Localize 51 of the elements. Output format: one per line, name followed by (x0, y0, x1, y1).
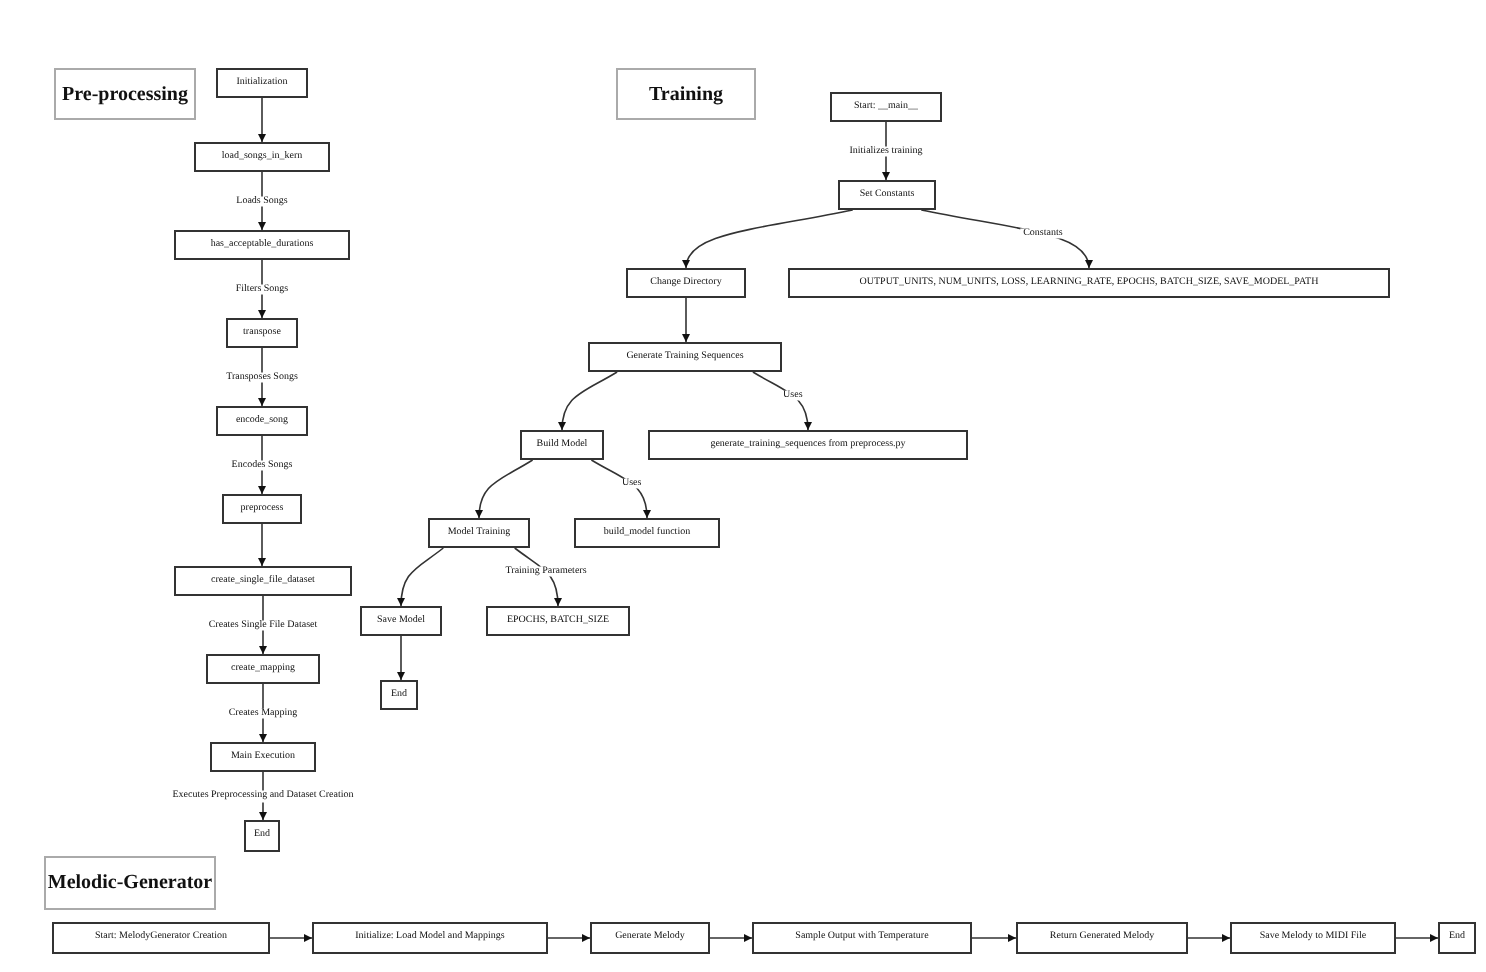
process-box (174, 566, 352, 596)
arrow (1187, 934, 1231, 942)
process-box (590, 922, 710, 954)
arrow (709, 934, 753, 942)
arrow (590, 459, 651, 519)
arrow (682, 297, 690, 343)
process-box (1438, 922, 1476, 954)
process-box (588, 342, 782, 372)
process-box (312, 922, 548, 954)
arrow (397, 635, 405, 681)
arrow (397, 547, 445, 607)
process-box (244, 820, 280, 852)
process-box (1016, 922, 1188, 954)
section-title: Training (648, 83, 724, 105)
process-box (428, 518, 530, 548)
process-box (520, 430, 604, 460)
process-box (486, 606, 630, 636)
process-box (226, 318, 298, 348)
process-box (648, 430, 968, 460)
process-box (626, 268, 746, 298)
section-title-box (616, 68, 756, 120)
process-box (380, 680, 418, 710)
arrow (475, 459, 534, 519)
process-box (52, 922, 270, 954)
process-box (752, 922, 972, 954)
process-box (206, 654, 320, 684)
arrow (547, 934, 591, 942)
process-box (574, 518, 720, 548)
arrow (971, 934, 1017, 942)
section-title-box (44, 856, 216, 910)
process-box (222, 494, 302, 524)
arrow (558, 371, 618, 431)
process-box (838, 180, 936, 210)
section-title: Pre-processing (62, 83, 188, 105)
section-title: Melodic-Generator (47, 872, 213, 894)
arrow (258, 97, 266, 143)
process-box (830, 92, 942, 122)
process-box (174, 230, 350, 260)
process-box (1230, 922, 1396, 954)
process-box (216, 406, 308, 436)
process-box (194, 142, 330, 172)
process-box (210, 742, 316, 772)
process-box (216, 68, 308, 98)
arrow (1395, 934, 1439, 942)
process-box (788, 268, 1390, 298)
arrow (269, 934, 313, 942)
section-title-box (54, 68, 196, 120)
arrow (683, 209, 854, 269)
arrow (258, 523, 266, 567)
process-box (360, 606, 442, 636)
arrow (752, 371, 812, 431)
